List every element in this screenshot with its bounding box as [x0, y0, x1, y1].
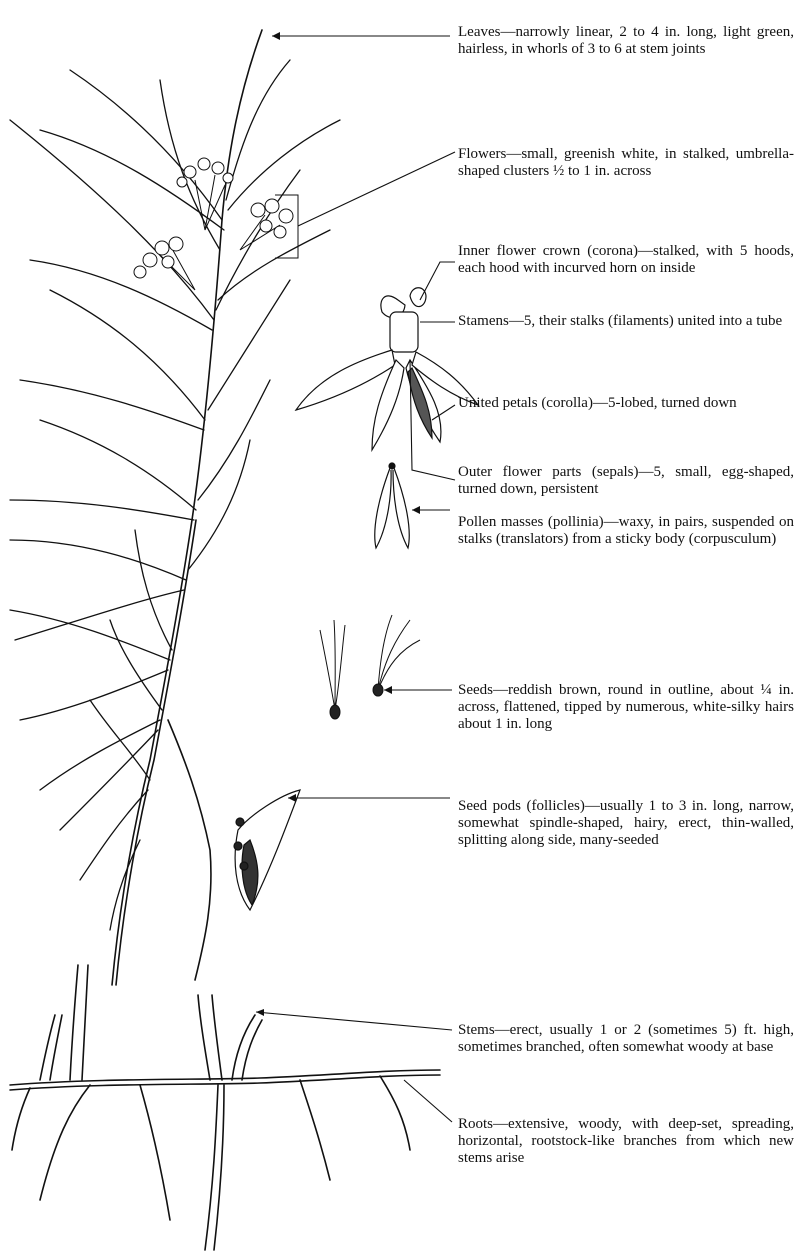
label-pollinia: Pollen masses (pollinia)—waxy, in pairs,… [458, 514, 794, 548]
label-flowers: Flowers—small, greenish white, in stalke… [458, 146, 794, 180]
flower-cluster-right [240, 199, 293, 250]
stem-shoot-left [70, 965, 88, 1080]
leader-roots [404, 1080, 452, 1122]
label-sepals: Outer flower parts (sepals)—5, small, eg… [458, 464, 794, 498]
label-roots: Roots—extensive, woody, with deep-set, s… [458, 1116, 794, 1167]
seed-pod-drawing [234, 790, 300, 910]
leader-lines [256, 36, 455, 1122]
pod-branch [168, 720, 211, 980]
label-corona: Inner flower crown (corona)—stalked, wit… [458, 243, 794, 277]
leader-flowers [298, 152, 455, 226]
flower-cluster-left [134, 237, 195, 290]
seeds-drawing [320, 615, 420, 719]
stem-shoot-right [198, 995, 222, 1080]
label-stems: Stems—erect, usually 1 or 2 (sometimes 5… [458, 1022, 794, 1056]
enlarged-flower [296, 288, 478, 548]
label-leaves: Leaves—narrowly linear, 2 to 4 in. long,… [458, 24, 794, 58]
roots-drawing [10, 965, 440, 1250]
label-corolla: United petals (corolla)—5-lobed, turned … [458, 395, 794, 412]
leader-stems [256, 1012, 452, 1030]
label-stamens: Stamens—5, their stalks (filaments) unit… [458, 313, 794, 330]
label-pods: Seed pods (follicles)—usually 1 to 3 in.… [458, 798, 794, 849]
pollinia-drawing [375, 463, 409, 548]
label-seeds: Seeds—reddish brown, round in outline, a… [458, 682, 794, 733]
